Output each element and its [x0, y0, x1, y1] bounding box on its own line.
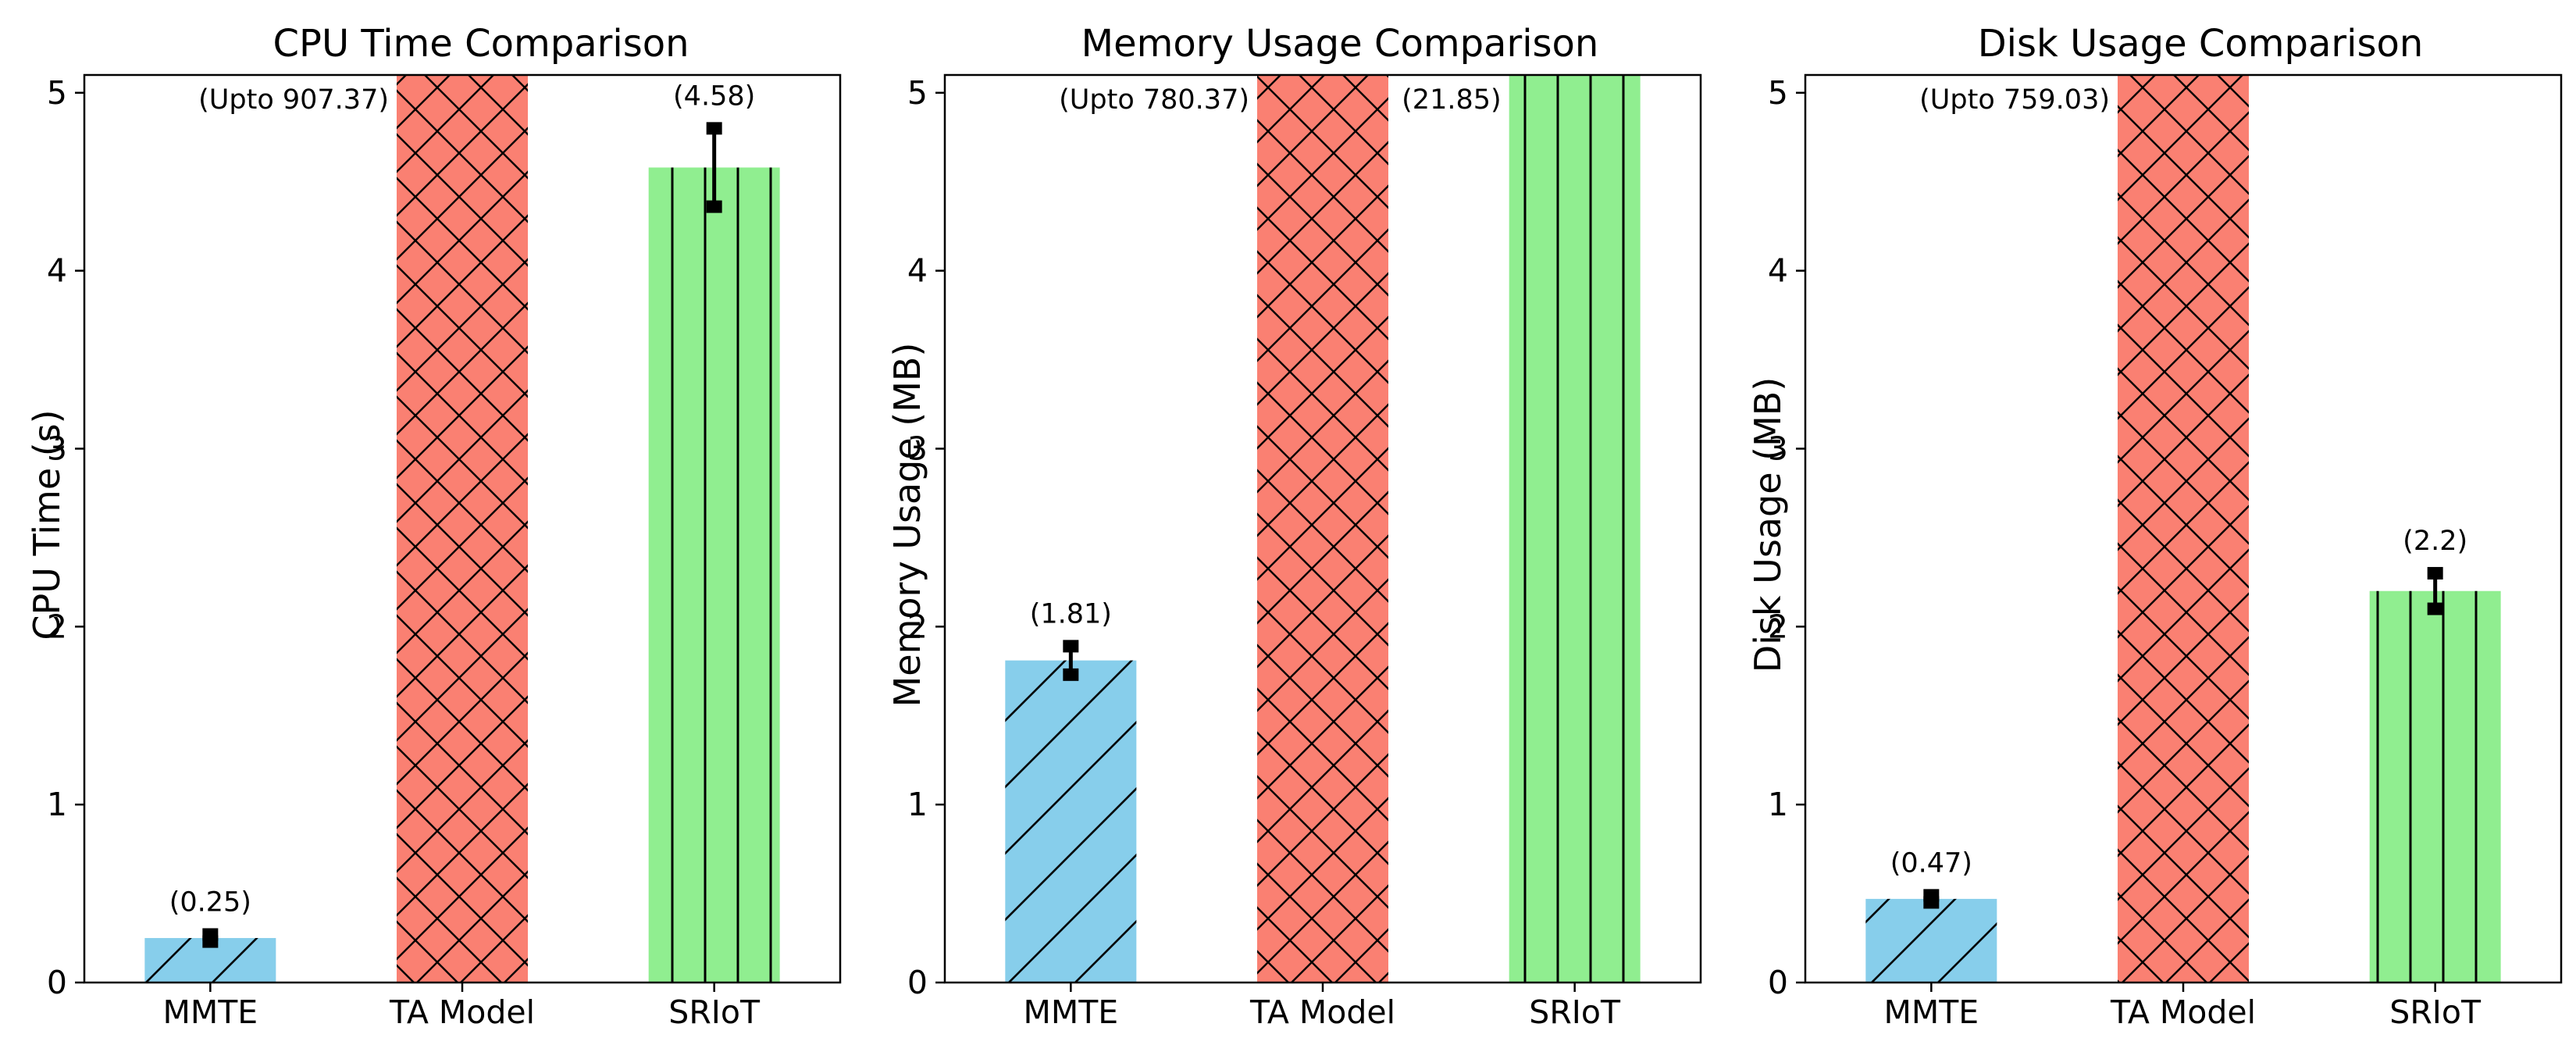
y-tick-label: 3	[907, 430, 928, 467]
bar-hatch	[648, 167, 780, 983]
x-tick-label: SRIoT	[668, 993, 761, 1031]
bar-labels: (0.47) (Upto 759.03) (2.2)	[1890, 84, 2467, 879]
y-tick-label: 1	[1768, 786, 1788, 823]
bar-value-label: (0.25)	[169, 886, 251, 918]
error-cap	[706, 200, 722, 213]
error-cap	[706, 122, 722, 135]
plot-frame	[83, 73, 842, 984]
bar-value-label: (Upto 780.37)	[1059, 84, 1249, 116]
y-tick-label: 2	[1768, 608, 1788, 645]
bar-value-label: (Upto 907.37)	[198, 84, 389, 116]
chart-panel-cpu: CPU Time Comparison CPU Time (s) 0 1 2 3…	[26, 22, 842, 1031]
y-tick-label: 0	[907, 964, 928, 1001]
chart-title: Disk Usage Comparison	[1978, 22, 2424, 66]
y-tick-label: 5	[47, 74, 67, 112]
plot-frame	[1804, 73, 2563, 984]
bars	[1865, 75, 2501, 983]
y-axis-label: CPU Time (s)	[26, 409, 68, 640]
error-bars	[202, 122, 722, 948]
y-tick-label: 5	[907, 74, 928, 112]
x-tick-label: TA Model	[2110, 993, 2256, 1031]
bar-hatch	[2118, 75, 2249, 983]
error-bars	[1063, 640, 1079, 681]
chart-panel-disk: Disk Usage Comparison Disk Usage (MB) 0 …	[1747, 22, 2563, 1031]
bar-labels: (1.81) (Upto 780.37) (21.85)	[1030, 84, 1502, 629]
bar-value-label: (2.2)	[2403, 526, 2467, 557]
error-cap	[1063, 668, 1079, 681]
x-tick-label: MMTE	[1023, 993, 1118, 1031]
error-cap	[202, 935, 219, 948]
y-tick-label: 3	[47, 430, 67, 467]
chart-panel-memory: Memory Usage Comparison Memory Usage (MB…	[886, 22, 1702, 1031]
x-tick-label: MMTE	[162, 993, 258, 1031]
plot-frame	[943, 73, 1702, 984]
bar-hatch	[1509, 75, 1641, 983]
chart-title: CPU Time Comparison	[273, 22, 689, 66]
bar-hatch	[1257, 75, 1388, 983]
bar-value-label: (Upto 759.03)	[1919, 84, 2110, 116]
bar-hatch	[397, 75, 528, 983]
y-ticks: 0 1 2 3 4 5	[1768, 74, 1805, 1001]
x-ticks: MMTE TA Model SRIoT	[1883, 983, 2482, 1031]
y-tick-label: 2	[47, 608, 67, 645]
error-bars	[1923, 566, 2443, 909]
y-tick-label: 2	[907, 608, 928, 645]
error-cap	[1063, 640, 1079, 653]
y-ticks: 0 1 2 3 4 5	[907, 74, 945, 1001]
y-tick-label: 5	[1768, 74, 1788, 112]
y-tick-label: 1	[47, 786, 67, 823]
bar-value-label: (0.47)	[1890, 847, 1972, 879]
chart-title: Memory Usage Comparison	[1081, 22, 1599, 66]
x-tick-label: MMTE	[1883, 993, 1979, 1031]
y-tick-label: 3	[1768, 430, 1788, 467]
error-cap	[2427, 566, 2443, 580]
y-axis-label: Memory Usage (MB)	[886, 343, 928, 708]
x-tick-label: TA Model	[389, 993, 535, 1031]
bars	[1005, 75, 1641, 983]
y-tick-label: 4	[907, 252, 928, 290]
y-tick-label: 0	[1768, 964, 1788, 1001]
x-tick-label: TA Model	[1249, 993, 1395, 1031]
x-tick-label: SRIoT	[1529, 993, 1621, 1031]
x-ticks: MMTE TA Model SRIoT	[162, 983, 761, 1031]
bar-labels: (0.25) (Upto 907.37) (4.58)	[169, 80, 756, 918]
bar-value-label: (21.85)	[1402, 84, 1502, 116]
bar-hatch	[1005, 660, 1137, 983]
y-axis-label: Disk Usage (MB)	[1747, 377, 1789, 673]
x-ticks: MMTE TA Model SRIoT	[1023, 983, 1621, 1031]
y-tick-label: 4	[1768, 252, 1788, 290]
bar-value-label: (1.81)	[1030, 598, 1112, 629]
x-tick-label: SRIoT	[2389, 993, 2482, 1031]
error-cap	[1923, 896, 1940, 909]
y-ticks: 0 1 2 3 4 5	[47, 74, 84, 1001]
y-tick-label: 1	[907, 786, 928, 823]
bars	[144, 75, 780, 983]
bar-hatch	[1865, 898, 1997, 983]
bar-value-label: (4.58)	[673, 80, 755, 112]
y-tick-label: 4	[47, 252, 67, 290]
y-tick-label: 0	[47, 964, 67, 1001]
error-cap	[2427, 602, 2443, 615]
bar-hatch	[2369, 590, 2501, 983]
